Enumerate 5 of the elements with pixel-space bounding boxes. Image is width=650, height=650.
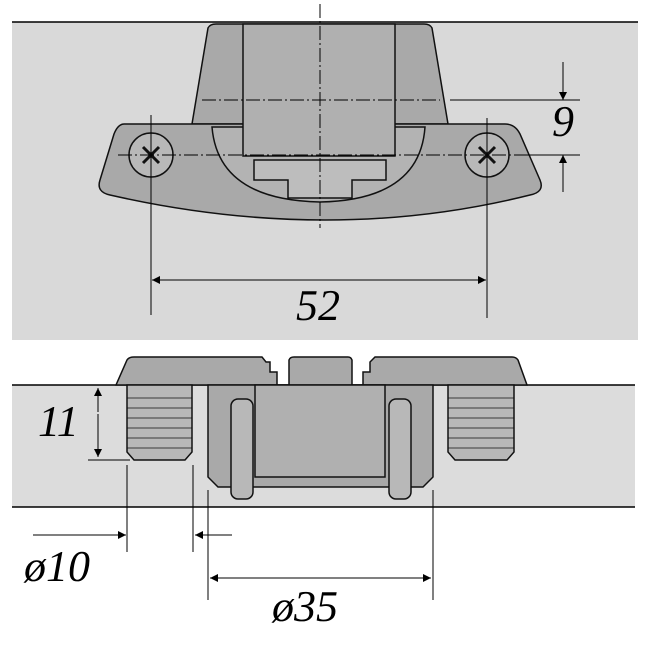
dimension-label: 11 xyxy=(38,400,79,444)
dimension-label: ø35 xyxy=(272,585,338,629)
dimension-label: ø10 xyxy=(24,545,90,589)
dimension-label: 9 xyxy=(552,100,574,144)
dimension-label: 52 xyxy=(296,284,340,328)
